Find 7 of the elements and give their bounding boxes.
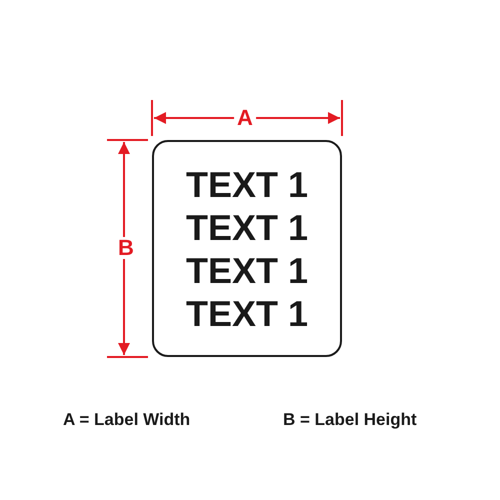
dimension-note: A = Label Width <box>63 410 190 430</box>
label-text: TEXT 1 <box>186 164 308 204</box>
label-outline <box>152 140 342 357</box>
dimension-note: B = Label Height <box>283 410 417 430</box>
label-text: TEXT 1 <box>186 250 308 290</box>
label-text: TEXT 1 <box>186 294 308 332</box>
label-text: TEXT 1 <box>186 208 308 246</box>
